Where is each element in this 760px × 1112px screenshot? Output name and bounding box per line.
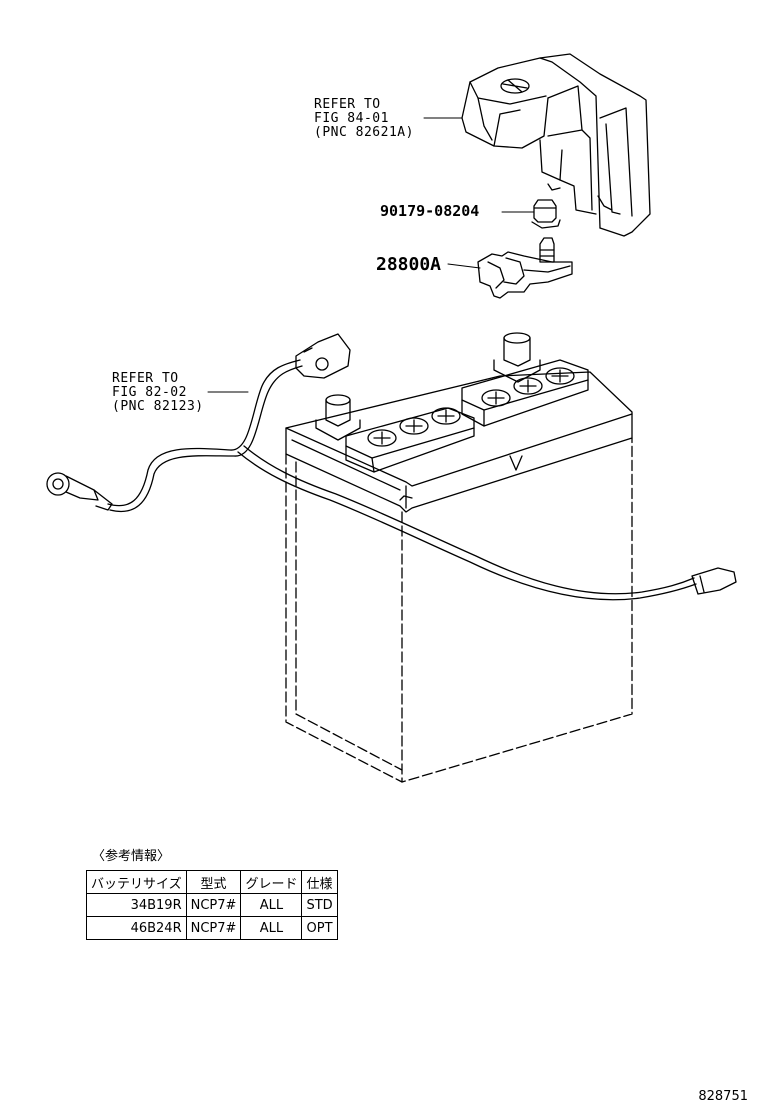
terminal-cover-drawing [461, 53, 651, 237]
nut-drawing [531, 199, 561, 229]
refer-fig-84-label: REFER TO FIG 84-01 (PNC 82621A) [314, 98, 414, 140]
refer-82-line2: FIG 82-02 [112, 385, 187, 400]
reference-header-row: バッテリサイズ 型式 グレード 仕様 [86, 870, 338, 894]
header-model: 型式 [185, 870, 242, 894]
part-number-clamp: 28800A [376, 254, 442, 275]
terminal-clamp-drawing [477, 237, 573, 299]
leader-lines [207, 117, 535, 393]
header-spec: 仕様 [301, 870, 338, 894]
cell-battery-size: 46B24R [86, 916, 187, 940]
cell-spec: STD [301, 893, 338, 917]
cell-grade: ALL [240, 893, 303, 917]
refer-82-line3: (PNC 82123) [112, 399, 204, 414]
figure-id: 828751 [698, 1089, 748, 1104]
reference-table: バッテリサイズ 型式 グレード 仕様 34B19R NCP7# ALL STD … [86, 870, 338, 940]
header-battery-size: バッテリサイズ [86, 870, 187, 894]
table-row: 46B24R NCP7# ALL OPT [86, 916, 338, 940]
cell-battery-size: 34B19R [86, 893, 187, 917]
battery-drawing [285, 332, 633, 783]
reference-title: 〈参考情報〉 [92, 849, 171, 864]
refer-fig-82-label: REFER TO FIG 82-02 (PNC 82123) [112, 372, 204, 414]
cell-spec: OPT [301, 916, 338, 940]
refer-84-line3: (PNC 82621A) [314, 125, 414, 140]
cell-grade: ALL [240, 916, 303, 940]
cell-model: NCP7# [185, 893, 242, 917]
cell-model: NCP7# [185, 916, 242, 940]
refer-82-line1: REFER TO [112, 371, 179, 386]
table-row: 34B19R NCP7# ALL STD [86, 893, 338, 917]
part-number-nut: 90179-08204 [380, 202, 480, 220]
battery-cable-drawing [46, 333, 737, 601]
refer-84-line1: REFER TO [314, 97, 381, 112]
refer-84-line2: FIG 84-01 [314, 111, 389, 126]
header-grade: グレード [240, 870, 303, 894]
